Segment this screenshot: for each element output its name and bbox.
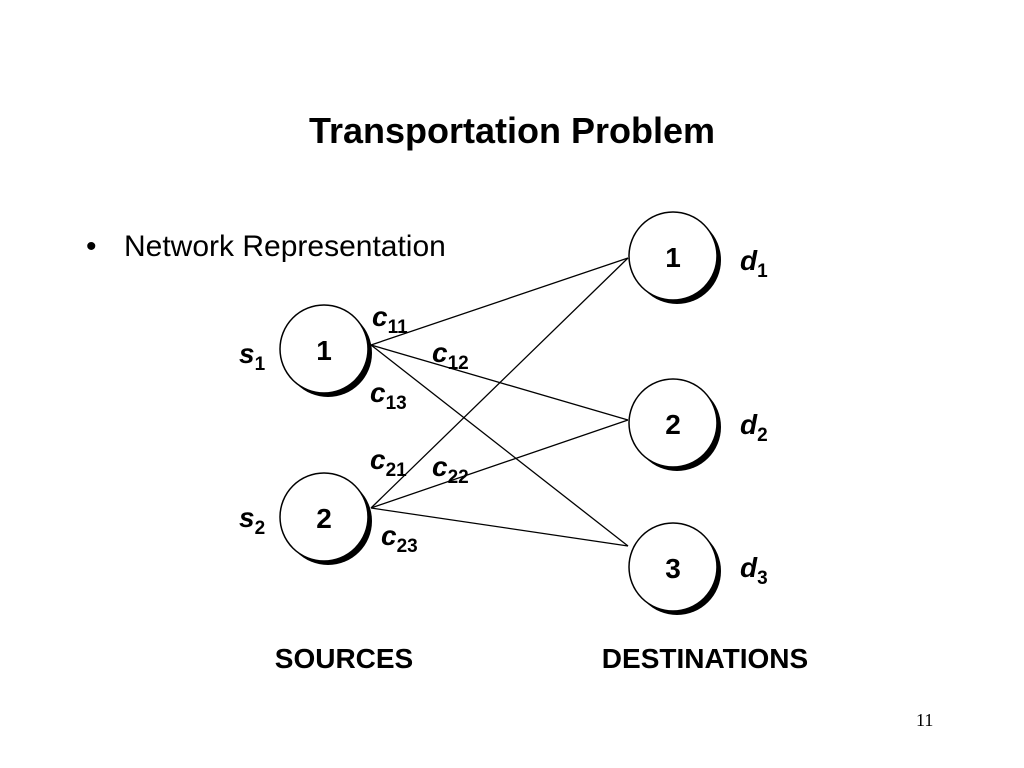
supply-label-1: s1 <box>239 338 266 375</box>
destinations-group-label: DESTINATIONS <box>602 643 808 674</box>
destination-node-1-label: 1 <box>665 242 681 273</box>
demand-label-2: d2 <box>740 409 768 446</box>
bullet-text: Network Representation <box>124 230 446 263</box>
page-number: 11 <box>916 710 934 730</box>
source-node-2-label: 2 <box>316 503 332 534</box>
source-node-1: 1 <box>279 304 372 397</box>
destination-node-3: 3 <box>628 522 721 615</box>
demand-label-3: d3 <box>740 552 768 589</box>
cost-label-11: c11 <box>372 301 408 338</box>
arc-2-1 <box>370 257 629 509</box>
source-node-1-label: 1 <box>316 335 332 366</box>
bullet-item: • Network Representation <box>86 230 446 264</box>
destination-node-1: 1 <box>628 211 721 304</box>
destination-node-2-label: 2 <box>665 409 681 440</box>
arc-1-1 <box>370 257 629 346</box>
cost-label-12: c12 <box>432 337 469 374</box>
source-node-2: 2 <box>279 472 372 565</box>
arc-2-2 <box>370 419 629 509</box>
cost-label-13: c13 <box>370 377 407 414</box>
arcs <box>370 257 629 547</box>
slide-title: Transportation Problem <box>308 110 716 151</box>
bullet-dot: • <box>86 230 97 263</box>
destination-node-3-label: 3 <box>665 553 681 584</box>
cost-label-21: c21 <box>370 444 407 481</box>
arc-1-3 <box>370 344 629 547</box>
destination-node-2: 2 <box>628 378 721 471</box>
demand-label-1: d1 <box>740 245 768 282</box>
cost-label-22: c22 <box>432 451 469 488</box>
cost-label-23: c23 <box>381 520 418 557</box>
sources-group-label: SOURCES <box>275 643 413 674</box>
supply-label-2: s2 <box>239 502 265 539</box>
arc-2-3 <box>370 507 629 547</box>
